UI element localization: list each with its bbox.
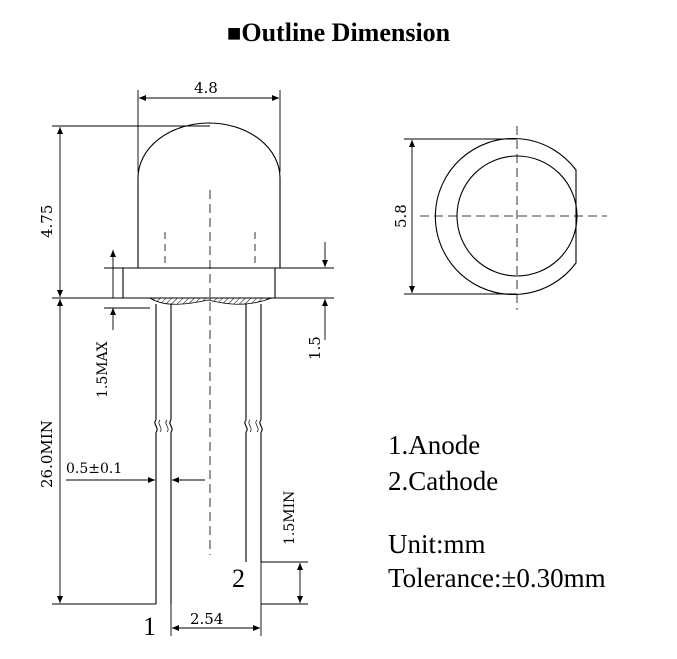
legend-anode: 1.Anode — [388, 430, 480, 460]
legend-unit: Unit:mm — [388, 529, 486, 559]
diagram-title: ■Outline Dimension — [0, 18, 677, 48]
led-top-view — [420, 126, 607, 310]
label-flange-height: 1.5 — [306, 336, 324, 360]
lead-pin-1 — [154, 304, 173, 604]
pin-1-label: 1 — [143, 612, 156, 641]
pin-2-label: 2 — [232, 564, 245, 593]
legend-cathode: 2.Cathode — [388, 466, 498, 496]
label-pitch: 2.54 — [190, 610, 223, 628]
legend-tolerance: Tolerance:±0.30mm — [388, 563, 606, 593]
label-lead-end: 1.5MIN — [282, 491, 298, 545]
led-flange — [122, 267, 276, 299]
led-dome — [137, 122, 281, 268]
epoxy-meniscus — [148, 297, 273, 305]
lead-pin-2 — [244, 304, 263, 562]
label-lead-length: 26.0MIN — [38, 420, 56, 488]
label-lens-width: 4.8 — [194, 79, 218, 97]
label-flange-diameter: 5.8 — [392, 204, 410, 228]
title-text: Outline Dimension — [241, 18, 451, 47]
label-max-flange: 1.5MAX — [95, 341, 111, 398]
square-bullet-icon: ■ — [226, 21, 242, 47]
label-lead-width: 0.5±0.1 — [66, 461, 122, 477]
label-lens-height: 4.75 — [38, 205, 56, 238]
flange-outline — [434, 137, 577, 296]
led-side-view — [122, 122, 281, 555]
